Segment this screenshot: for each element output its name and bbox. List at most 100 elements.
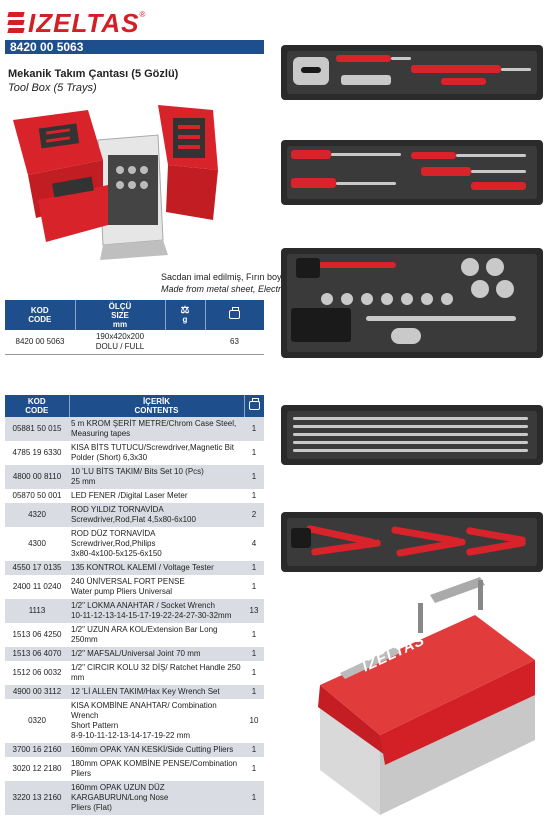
row-description: 10 'LU BİTS TAKIM/ Bits Set 10 (Pcs)25 m… <box>69 465 244 489</box>
spec-row: 8420 00 5063 190x420x200 DOLU / FULL 63 <box>5 330 264 355</box>
row-quantity: 1 <box>244 575 264 599</box>
row-description: 12 'Lİ ALLEN TAKIM/Hax Key Wrench Set <box>69 685 244 699</box>
row-code: 4320 <box>5 503 69 527</box>
row-quantity: 1 <box>244 489 264 503</box>
row-description-line: KISA KOMBİNE ANAHTAR/ Combination Wrench <box>71 701 217 720</box>
tray-image-wrenches <box>281 405 543 465</box>
row-quantity: 1 <box>244 781 264 815</box>
row-code: 4785 19 6330 <box>5 441 69 465</box>
row-quantity: 4 <box>244 527 264 561</box>
row-code: 4900 00 3112 <box>5 685 69 699</box>
row-description: KISA KOMBİNE ANAHTAR/ Combination Wrench… <box>69 699 244 743</box>
row-code: 1512 06 0032 <box>5 661 69 685</box>
row-description-line: 3x80-4x100-5x125-6x150 <box>71 549 162 558</box>
row-description-line: 240 ÜNİVERSAL FORT PENSE <box>71 577 185 586</box>
contents-header-code-label: CODE <box>25 406 49 415</box>
row-quantity: 10 <box>244 699 264 743</box>
header-size: SIZE <box>111 310 129 320</box>
row-quantity: 1 <box>244 743 264 757</box>
row-code: 05881 50 015 <box>5 417 69 441</box>
logo-mark-icon <box>6 11 26 35</box>
spec-size-value: 190x420x200 <box>95 332 145 341</box>
spec-header-size: ÖLÇÜ SIZE mm <box>75 300 166 330</box>
row-code: 3220 13 2160 <box>5 781 69 815</box>
closed-toolbox-image: IZELTAS <box>300 575 550 820</box>
row-description-line: 180mm OPAK KOMBİNE PENSE/Combination Pli… <box>71 759 238 778</box>
row-quantity: 2 <box>244 503 264 527</box>
row-description-line: 10-11-12-13-14-15-17-19-22-24-27-30-32mm <box>71 611 232 620</box>
spec-header-row: KOD CODE ÖLÇÜ SIZE mm ⚖ g <box>5 300 264 330</box>
row-description: LED FENER /Digital Laser Meter <box>69 489 244 503</box>
contents-header-row: KOD CODE İÇERİK CONTENTS <box>5 395 264 417</box>
box-icon <box>248 397 260 410</box>
spec-size: 190x420x200 DOLU / FULL <box>75 330 165 355</box>
row-description: 180mm OPAK KOMBİNE PENSE/Combination Pli… <box>69 757 244 781</box>
row-description-line: ROD DÜZ TORNAVİDA <box>71 529 156 538</box>
spec-code: 8420 00 5063 <box>5 330 75 355</box>
row-description-line: 135 KONTROL KALEMİ / Voltage Tester <box>71 563 214 572</box>
row-description: 160mm OPAK UZUN DÜZ KARGABURUN/Long Nose… <box>69 781 244 815</box>
contents-header-code: KOD CODE <box>5 395 70 417</box>
row-description-line: 160mm OPAK UZUN DÜZ KARGABURUN/Long Nose <box>71 783 169 802</box>
row-description-line: 5 m KROM ŞERİT METRE/Chrom Case Steel, <box>71 419 237 428</box>
row-description-line: Short Pattern <box>71 721 119 730</box>
row-code: 4550 17 0135 <box>5 561 69 575</box>
header-code: CODE <box>28 315 52 324</box>
row-description: 160mm OPAK YAN KESKİ/Side Cutting Pliers <box>69 743 244 757</box>
row-description-line: KISA BİTS TUTUCU/Screwdriver,Magnetic Bi… <box>71 443 235 452</box>
row-code: 4800 00 8110 <box>5 465 69 489</box>
row-code: 4300 <box>5 527 69 561</box>
tray-image-pliers <box>281 512 543 572</box>
row-description-line: LED FENER /Digital Laser Meter <box>71 491 188 500</box>
row-code: 3700 16 2160 <box>5 743 69 757</box>
tray-image-measuring <box>281 45 543 100</box>
row-description-line: Water pump Pliers Universal <box>71 587 173 596</box>
tray-image-sockets <box>281 248 543 358</box>
row-description-line: Measuring tapes <box>71 429 131 438</box>
contents-header-contents: İÇERİK CONTENTS <box>69 395 245 417</box>
logo-text: IZELTAS <box>28 7 140 38</box>
row-quantity: 1 <box>244 561 264 575</box>
row-code: 05870 50 001 <box>5 489 69 503</box>
contents-header-qty <box>244 395 264 417</box>
header-mm: mm <box>112 319 128 329</box>
row-description: KISA BİTS TUTUCU/Screwdriver,Magnetic Bi… <box>69 441 244 465</box>
row-description-line: 1/2" UZUN ARA KOL/Extension Bar Long 250… <box>71 625 218 644</box>
spec-header-volume <box>205 300 264 330</box>
spec-table: KOD CODE ÖLÇÜ SIZE mm ⚖ g 8420 00 5063 1… <box>5 300 264 355</box>
title-turkish: Mekanik Takım Çantası (5 Gözlü) <box>8 68 179 80</box>
row-description: 1/2" CIRCIR KOLU 32 DİŞ/ Ratchet Handle … <box>69 661 244 685</box>
spec-volume: 63 <box>205 330 264 355</box>
row-quantity: 1 <box>244 441 264 465</box>
row-description: 5 m KROM ŞERİT METRE/Chrom Case Steel,Me… <box>69 417 244 441</box>
row-code: 1513 06 4070 <box>5 647 69 661</box>
row-description-line: 1/2" LOKMA ANAHTAR / Socket Wrench <box>71 601 215 610</box>
product-code-bar: 8420 00 5063 <box>5 40 264 54</box>
row-description-line: Polder (Short) 6,3x30 <box>71 453 148 462</box>
brand-logo: IZELTAS ® <box>6 8 145 38</box>
header-olcu: ÖLÇÜ <box>108 301 132 311</box>
contents-header-contents-label: CONTENTS <box>134 406 179 415</box>
spec-full: DOLU / FULL <box>95 342 145 351</box>
row-quantity: 1 <box>244 623 264 647</box>
row-code: 3020 12 2180 <box>5 757 69 781</box>
material-turkish: Sacdan imal edilmiş, Fırın boya <box>161 272 287 282</box>
row-description: 1/2" UZUN ARA KOL/Extension Bar Long 250… <box>69 623 244 647</box>
open-toolbox-image <box>8 100 228 265</box>
header-g: g <box>182 315 188 324</box>
row-description-line: 160mm OPAK YAN KESKİ/Side Cutting Pliers <box>71 745 234 754</box>
row-description-line: 1/2" MAFSAL/Universal Joint 70 mm <box>71 649 201 658</box>
row-quantity: 1 <box>244 465 264 489</box>
